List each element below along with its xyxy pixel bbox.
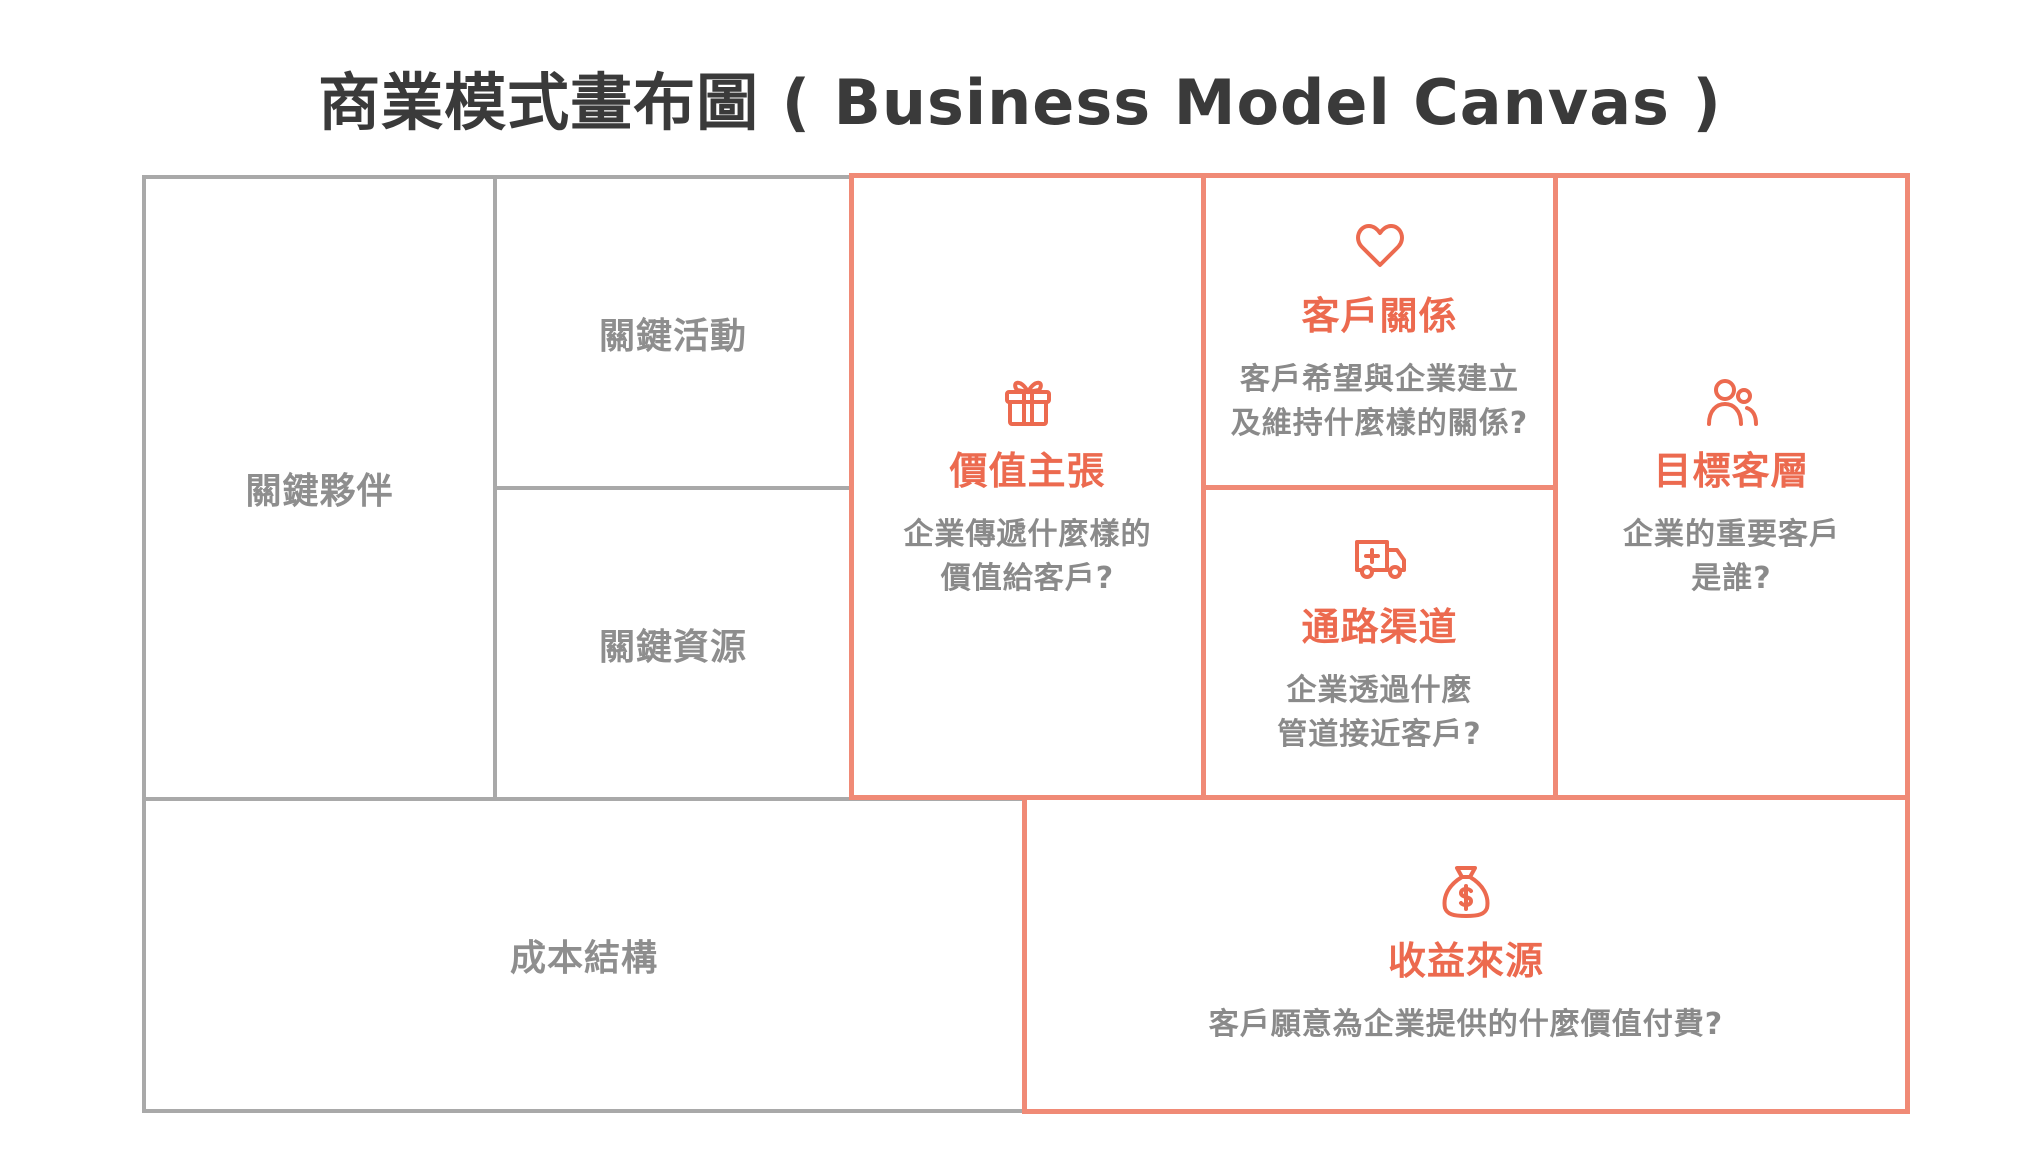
desc-line: 是誰? [1691,561,1772,596]
value-propositions-block: 價值主張 企業傳遞什麼樣的 價值給客戶? [854,178,1201,795]
page-title: 商業模式畫布圖 ( Business Model Canvas ) [318,66,1722,139]
desc-line: 管道接近客戶? [1277,717,1482,752]
revenue-streams-desc: 客戶願意為企業提供的什麼價值付費? [1209,1003,1723,1047]
grid-line [493,486,854,490]
key-resources-block: 關鍵資源 [497,490,849,797]
money-bag-icon [1437,862,1495,920]
heart-icon [1351,217,1409,275]
desc-line: 客戶願意為企業提供的什麼價值付費? [1208,1007,1724,1042]
desc-line: 客戶希望與企業建立 [1240,362,1519,397]
key-partners-label: 關鍵夥伴 [245,471,394,512]
customer-segments-desc: 企業的重要客戶 是誰? [1623,513,1840,601]
gift-icon [999,372,1057,430]
customer-relationships-block: 客戶關係 客戶希望與企業建立 及維持什麼樣的關係? [1206,178,1553,485]
grid-line [142,797,1027,801]
grid-line [142,1109,1027,1113]
truck-icon [1351,528,1409,586]
customer-relationships-title: 客戶關係 [1301,294,1458,338]
grid-line [1201,485,1558,490]
customer-segments-block: 目標客層 企業的重要客戶 是誰? [1558,178,1905,795]
desc-line: 企業的重要客戶 [1623,517,1840,552]
value-propositions-desc: 企業傳遞什麼樣的 價值給客戶? [904,513,1152,601]
value-propositions-title: 價值主張 [949,449,1106,493]
users-icon [1703,372,1761,430]
key-activities-block: 關鍵活動 [497,179,849,486]
customer-relationships-desc: 客戶希望與企業建立 及維持什麼樣的關係? [1231,358,1528,446]
cost-structure-label: 成本結構 [509,938,658,979]
revenue-streams-block: 收益來源 客戶願意為企業提供的什麼價值付費? [1027,800,1905,1109]
grid-line [849,795,1910,800]
desc-line: 企業透過什麼 [1286,673,1473,708]
channels-block: 通路渠道 企業透過什麼 管道接近客戶? [1206,490,1553,795]
grid-line [849,173,854,800]
grid-line [1022,1109,1910,1114]
revenue-streams-title: 收益來源 [1387,939,1544,983]
key-partners-block: 關鍵夥伴 [146,179,493,797]
desc-line: 價值給客戶? [940,561,1115,596]
grid-line [1022,795,1027,1114]
customer-segments-title: 目標客層 [1653,449,1810,493]
cost-structure-block: 成本結構 [146,801,1022,1109]
desc-line: 企業傳遞什麼樣的 [903,517,1152,552]
desc-line: 及維持什麼樣的關係? [1230,406,1529,441]
channels-desc: 企業透過什麼 管道接近客戶? [1277,669,1481,757]
grid-line [1905,173,1910,1114]
key-resources-label: 關鍵資源 [598,626,747,668]
grid-line [142,175,854,179]
channels-title: 通路渠道 [1301,605,1458,649]
key-activities-label: 關鍵活動 [598,315,747,357]
grid-line [142,175,146,1111]
grid-line [849,173,1910,178]
